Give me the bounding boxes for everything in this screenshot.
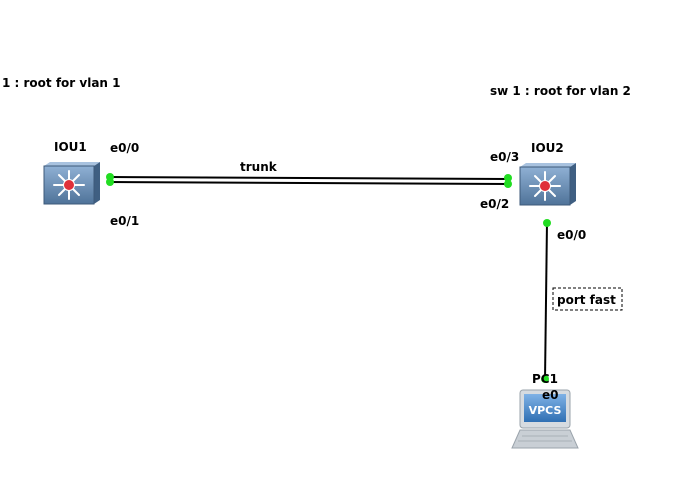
port-status-iou2-e0-2 xyxy=(504,180,512,188)
pc1-computer-icon[interactable]: VPCS xyxy=(511,389,579,449)
port-status-iou1-e0-1 xyxy=(106,178,114,186)
pc1-node-label: PC1 xyxy=(532,372,558,386)
port-fast-note-box xyxy=(552,287,623,311)
iou2-node-label: IOU2 xyxy=(531,141,564,155)
port-status-pc1-e0 xyxy=(541,375,549,383)
pc1-e0-label: e0 xyxy=(542,388,559,402)
access-link[interactable] xyxy=(544,221,548,381)
iou2-e0-3-label: e0/3 xyxy=(490,150,519,164)
iou2-switch-icon[interactable] xyxy=(519,162,577,206)
port-status-iou2-e0-0 xyxy=(543,219,551,227)
iou1-node-label: IOU1 xyxy=(54,140,87,154)
iou1-e0-1-label: e0/1 xyxy=(110,214,139,228)
port-fast-label: port fast xyxy=(557,293,616,307)
iou1-switch-icon[interactable] xyxy=(43,161,101,205)
trunk-link[interactable] xyxy=(109,176,509,185)
trunk-label: trunk xyxy=(240,160,278,174)
iou2-e0-2-label: e0/2 xyxy=(480,197,509,211)
left-note: 1 : root for vlan 1 xyxy=(2,76,121,90)
right-note: sw 1 : root for vlan 2 xyxy=(490,84,631,98)
vpcs-screen-label: VPCS xyxy=(529,404,562,417)
port-status-iou2-e0-3 xyxy=(504,174,512,182)
iou2-e0-0-label: e0/0 xyxy=(557,228,586,242)
iou1-e0-0-label: e0/0 xyxy=(110,141,139,155)
